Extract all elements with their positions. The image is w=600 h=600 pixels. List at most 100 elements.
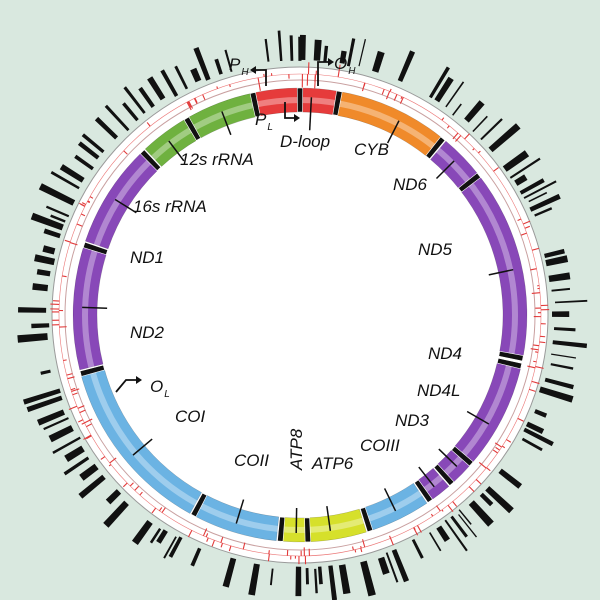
- sequence-bar: [509, 157, 541, 179]
- variant-baseline: [58, 73, 542, 557]
- trna-boundary-mark: [425, 136, 446, 160]
- origin-label-pl: PL: [255, 110, 273, 133]
- sequence-bar: [42, 245, 56, 255]
- sequence-bar: [552, 311, 570, 318]
- sequence-bar: [552, 340, 588, 349]
- sequence-bar: [358, 39, 367, 67]
- variant-tick: [530, 268, 537, 271]
- variant-tick: [86, 423, 92, 428]
- sequence-bar: [313, 39, 322, 61]
- trna-boundary-mark: [82, 241, 109, 256]
- variant-tick: [478, 462, 487, 469]
- gene-connector-line: [82, 306, 108, 310]
- gene-label-nd5: ND5: [418, 240, 453, 259]
- ol-arrow: [115, 379, 140, 393]
- variant-tick: [520, 232, 527, 236]
- gene-label-connectors: [82, 97, 514, 533]
- variant-tick: [517, 417, 524, 422]
- variant-tick: [71, 388, 80, 392]
- sequence-bar: [488, 123, 521, 153]
- sequence-bar: [36, 409, 66, 426]
- variant-tick: [493, 167, 499, 172]
- variant-tick: [399, 97, 404, 104]
- variant-tick: [129, 482, 134, 487]
- trna-boundary-mark: [413, 479, 433, 503]
- variant-tick: [187, 101, 192, 108]
- variant-tick: [122, 482, 128, 488]
- variant-tick: [109, 457, 117, 464]
- sequence-bar: [38, 183, 76, 206]
- sequence-bar: [346, 38, 356, 67]
- trna-boundary-mark: [139, 149, 162, 172]
- sequence-bar: [104, 104, 130, 132]
- variant-tick: [220, 536, 224, 543]
- sequence-bar: [105, 489, 122, 505]
- variant-tick: [360, 548, 363, 553]
- gene-connector-line: [326, 506, 332, 531]
- sequence-bar: [77, 141, 100, 160]
- sequence-bar: [17, 333, 48, 343]
- sequence-bar: [411, 539, 424, 559]
- gene-label-coiii: COIII: [360, 436, 400, 455]
- sequence-bar: [63, 456, 90, 476]
- variant-tick: [389, 535, 392, 539]
- sequence-bar: [74, 154, 94, 171]
- gene-connector-line: [386, 120, 400, 144]
- variant-tick: [400, 96, 403, 100]
- sequence-bar: [314, 568, 318, 594]
- variant-tick: [530, 348, 539, 351]
- ol-arrowhead: [136, 376, 142, 384]
- sequence-bar: [50, 214, 66, 223]
- track-ring-background: [51, 66, 549, 564]
- variant-tick: [501, 445, 506, 449]
- variant-tick: [527, 365, 536, 369]
- sequence-bar: [323, 45, 329, 63]
- variant-tick: [100, 456, 106, 460]
- trna-boundary-mark: [433, 463, 455, 486]
- sequence-bar: [277, 30, 283, 62]
- trna-boundary-mark: [277, 516, 286, 542]
- trna-boundary-mark: [304, 517, 312, 543]
- variant-tick: [352, 546, 354, 551]
- sequence-bar: [43, 228, 61, 239]
- sequence-bar: [222, 557, 237, 588]
- sequence-bar-ring: [17, 30, 588, 600]
- variant-tick: [531, 380, 540, 385]
- variant-tick: [206, 537, 209, 542]
- sequence-bar: [305, 568, 309, 585]
- sequence-bar: [81, 133, 105, 154]
- sequence-bar: [391, 549, 410, 583]
- sequence-bar: [123, 86, 146, 114]
- sequence-bar: [464, 100, 485, 123]
- sequence-bar: [397, 50, 416, 82]
- variant-tick: [161, 507, 166, 513]
- variant-tick: [79, 202, 86, 207]
- variant-tick: [77, 405, 85, 409]
- origin-label-ph: PH: [229, 55, 249, 78]
- variant-tick: [83, 434, 92, 440]
- variant-tick: [67, 376, 75, 380]
- sequence-bar: [94, 116, 119, 140]
- variant-tick: [188, 100, 194, 109]
- variant-tick: [506, 439, 512, 443]
- variant-tick: [186, 101, 192, 111]
- sequence-bar: [458, 514, 478, 538]
- variant-tick: [535, 366, 544, 369]
- gene-label-nd2: ND2: [130, 323, 165, 342]
- variant-tick: [531, 247, 539, 251]
- variant-tick: [529, 388, 536, 392]
- variant-tick: [390, 538, 394, 546]
- variant-tick: [478, 150, 481, 154]
- sequence-bar: [31, 323, 50, 329]
- variant-tick: [524, 225, 531, 229]
- variant-tick: [63, 359, 67, 362]
- sequence-bar: [377, 556, 390, 575]
- sequence-bar: [40, 369, 51, 375]
- sequence-bar: [529, 193, 561, 212]
- sequence-bar: [544, 377, 574, 390]
- variant-tick: [522, 220, 531, 225]
- variant-tick: [337, 64, 341, 78]
- trna-boundary-mark: [451, 445, 474, 467]
- gene-label-atp6: ATP6: [312, 454, 354, 473]
